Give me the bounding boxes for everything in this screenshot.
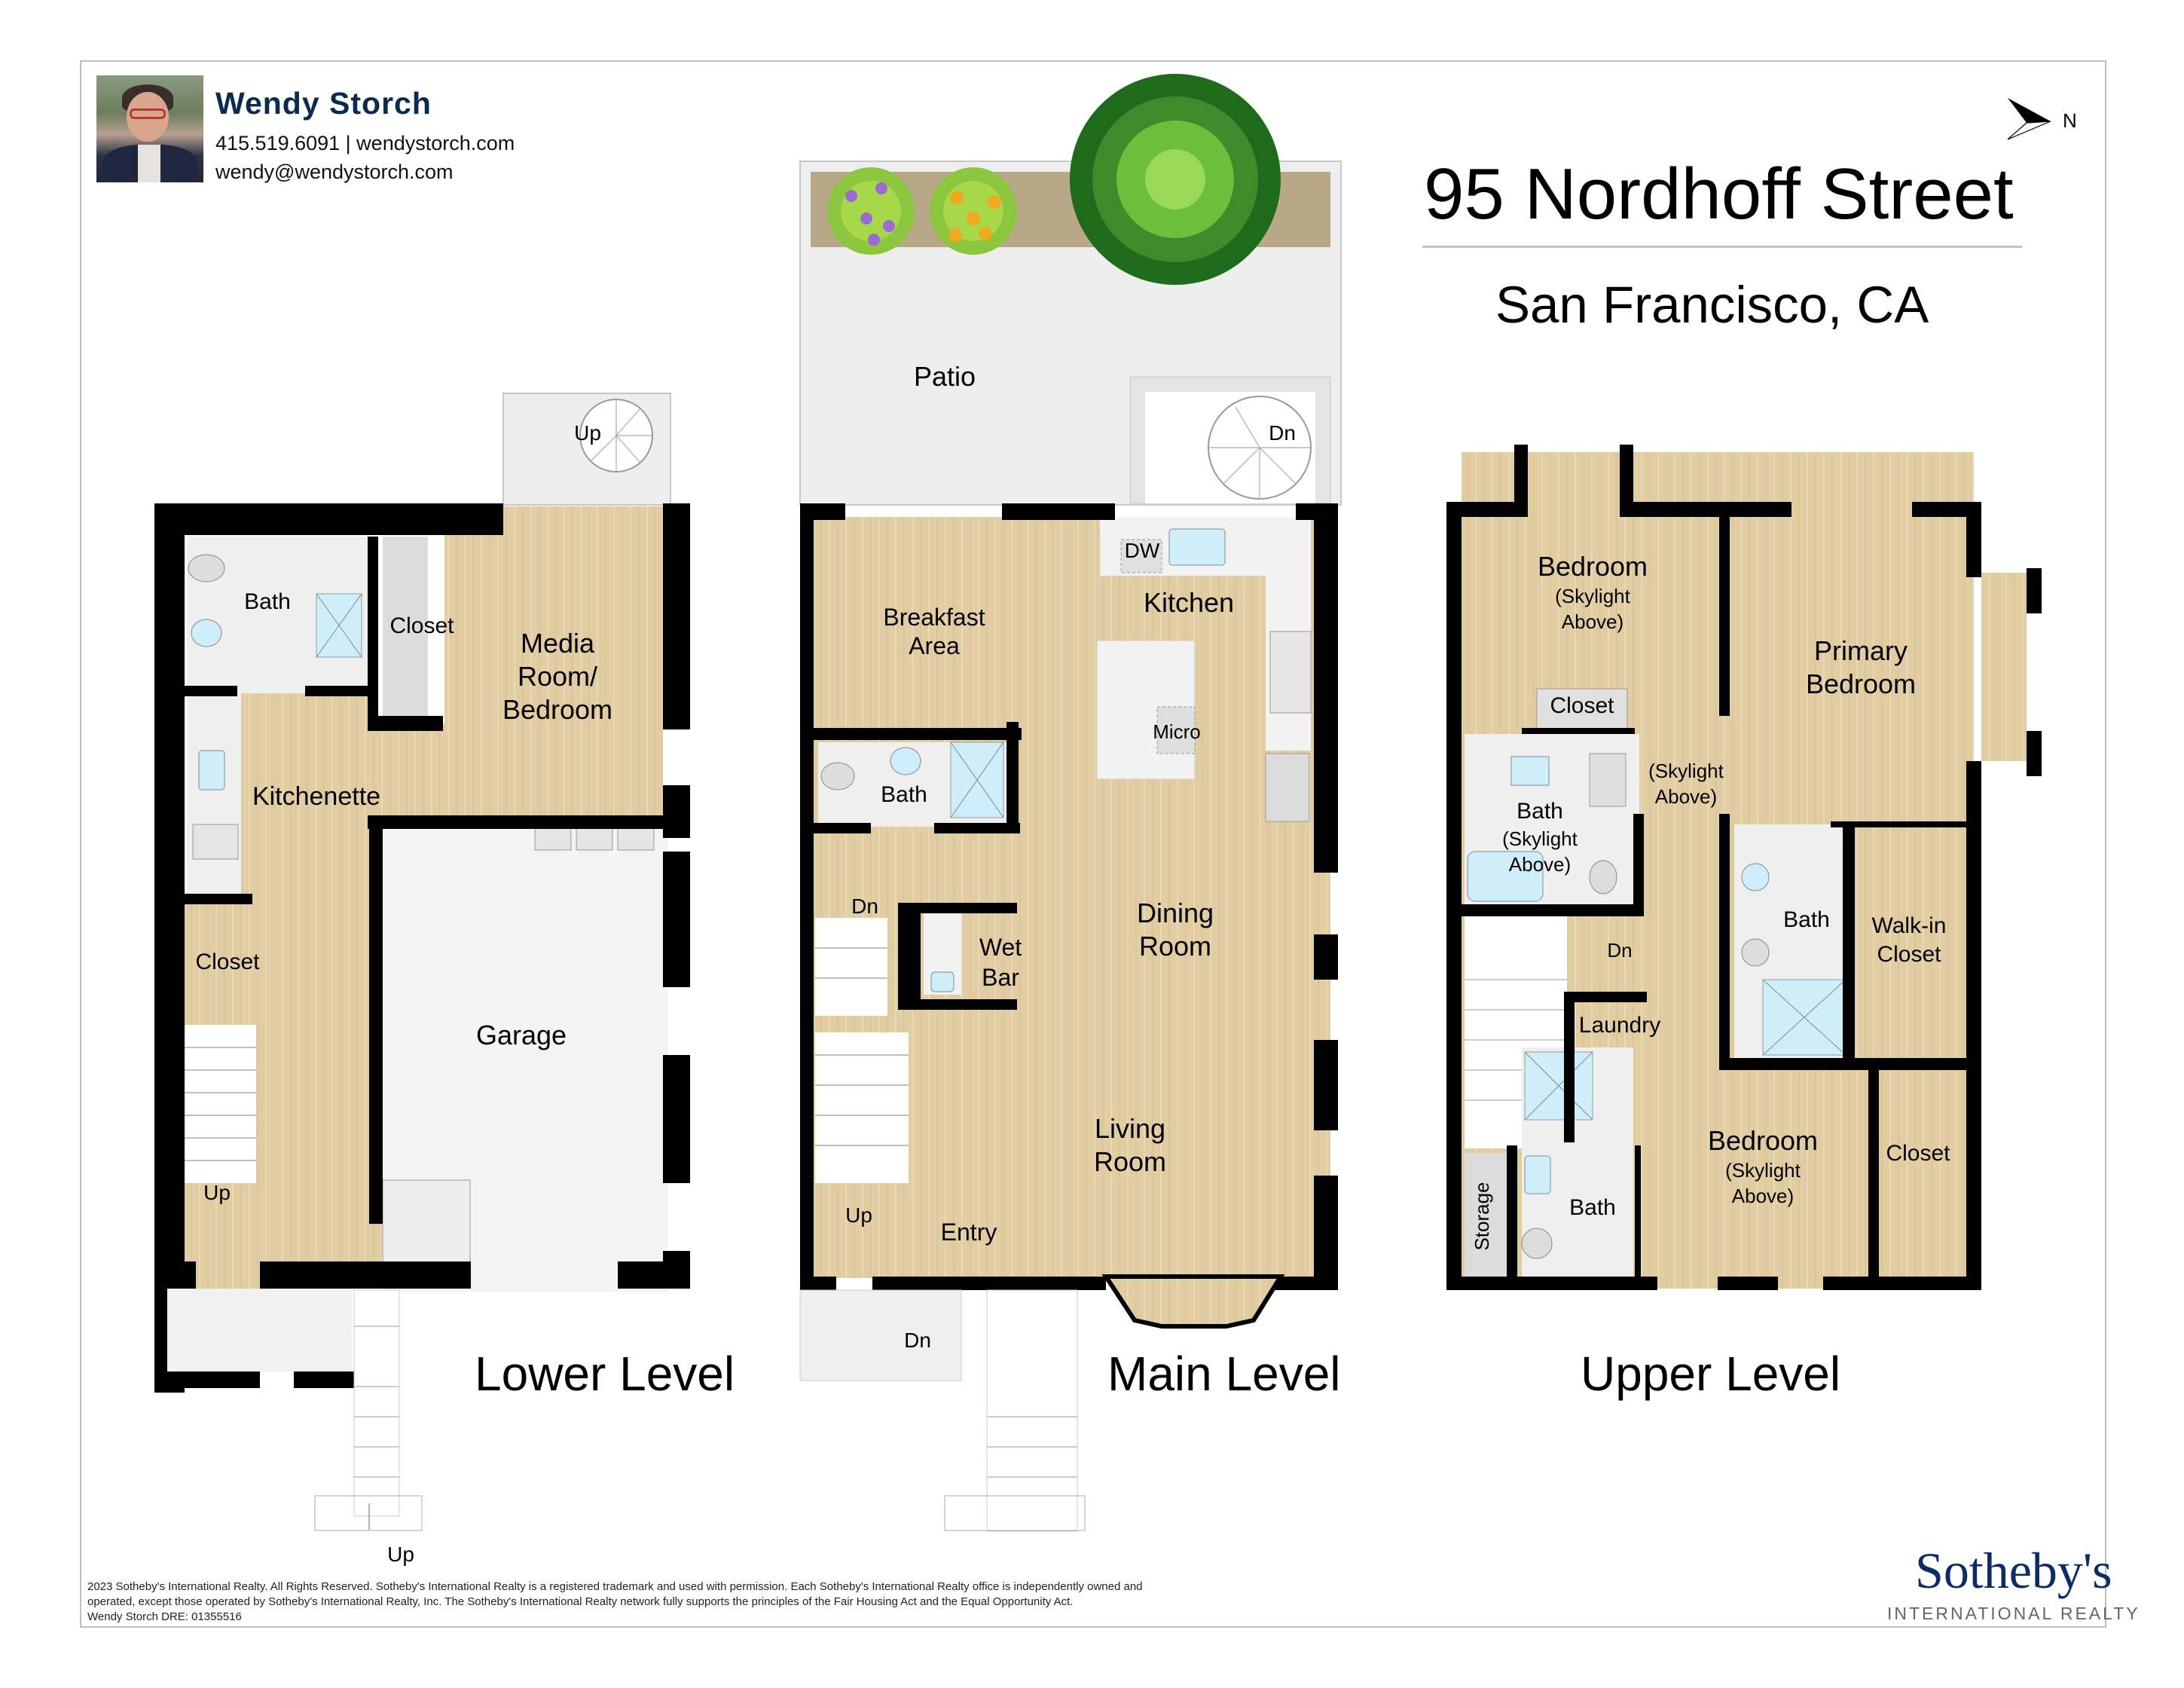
svg-text:Bedroom: Bedroom [1806,668,1916,699]
address-divider [1422,246,2022,248]
svg-text:Area: Area [909,632,960,659]
svg-text:Laundry: Laundry [1579,1013,1660,1038]
svg-text:Bath: Bath [244,589,291,614]
agent-name: Wendy Storch [215,86,432,121]
svg-text:(Skylight: (Skylight [1725,1159,1801,1182]
svg-text:Bedroom: Bedroom [1538,551,1648,582]
svg-text:(Skylight: (Skylight [1648,760,1724,782]
svg-text:N: N [2063,109,2077,132]
svg-text:Above): Above) [1655,785,1717,808]
svg-text:Bath: Bath [1783,907,1830,932]
svg-text:Dn: Dn [1269,421,1296,445]
upper-level-title: Upper Level [1581,1347,1841,1401]
svg-text:Closet: Closet [1877,942,1941,967]
svg-text:Entry: Entry [941,1219,997,1246]
svg-text:Closet: Closet [389,613,454,638]
agent-block: Wendy Storch 415.519.6091 | wendystorch.… [96,75,515,186]
svg-text:Closet: Closet [1550,693,1614,718]
svg-text:Bath: Bath [881,782,927,807]
svg-text:Room: Room [1094,1146,1166,1177]
svg-text:Closet: Closet [195,950,260,974]
svg-text:Breakfast: Breakfast [883,604,985,631]
svg-text:Bath: Bath [1569,1195,1616,1220]
svg-text:Room/: Room/ [518,661,597,692]
svg-text:Bar: Bar [982,964,1019,991]
agent-email: wendy@wendystorch.com [215,161,454,183]
svg-text:Garage: Garage [476,1020,567,1050]
upper-level-plan: Bedroom (Skylight Above) Closet Primary … [1446,445,2042,1290]
north-arrow-icon: N [2007,98,2077,140]
lower-level-plan: Bath Closet Media Room/ Bedroom Kitchene… [154,393,690,1566]
property-address: 95 Nordhoff Street [1424,154,2014,234]
svg-text:Bath: Bath [1517,799,1563,824]
svg-text:DW: DW [1125,539,1160,562]
svg-text:Dn: Dn [1607,939,1632,962]
compass: N [2004,94,2087,151]
sothebys-logo: Sotheby's INTERNATIONAL REALTY [1887,1545,2140,1624]
footer-line-1: 2023 Sotheby's International Realty. All… [87,1580,1143,1593]
svg-text:Wet: Wet [979,934,1022,961]
svg-text:(Skylight: (Skylight [1502,827,1578,850]
svg-text:Kitchenette: Kitchenette [252,782,380,811]
main-level-plan: Patio Dn DW Kitchen Breakfast Area Micro… [799,74,1342,1532]
svg-text:Above): Above) [1732,1185,1794,1207]
page-frame [80,60,2106,1628]
svg-text:Bedroom: Bedroom [502,694,612,725]
svg-text:Media: Media [521,628,595,659]
logo-subtitle: INTERNATIONAL REALTY [1887,1604,2140,1623]
svg-text:Up: Up [387,1543,414,1566]
svg-text:Kitchen: Kitchen [1144,587,1234,618]
svg-text:Up: Up [574,421,601,445]
svg-text:Living: Living [1095,1113,1165,1144]
svg-text:Storage: Storage [1471,1182,1493,1250]
main-level-title: Main Level [1107,1347,1341,1401]
agent-photo [96,75,203,182]
svg-text:Closet: Closet [1886,1141,1950,1166]
svg-text:Dining: Dining [1137,898,1214,928]
svg-text:Up: Up [845,1203,872,1227]
svg-text:Bedroom: Bedroom [1708,1125,1818,1156]
footer-line-3: Wendy Storch DRE: 01355516 [87,1610,242,1623]
agent-phone-web: 415.519.6091 | wendystorch.com [215,132,515,154]
svg-text:Patio: Patio [914,361,976,392]
svg-text:Above): Above) [1509,853,1571,876]
property-city: San Francisco, CA [1495,276,1929,334]
svg-text:Dn: Dn [851,894,878,918]
svg-text:(Skylight: (Skylight [1555,585,1630,607]
footer-line-2: operated, except those operated by Sothe… [87,1595,1074,1608]
svg-text:Dn: Dn [904,1329,931,1352]
svg-text:Above): Above) [1562,610,1623,633]
svg-text:Walk-in: Walk-in [1872,913,1947,938]
svg-text:Room: Room [1139,931,1211,962]
legal-footer: 2023 Sotheby's International Realty. All… [87,1579,1413,1625]
lower-level-title: Lower Level [475,1347,735,1401]
svg-text:Primary: Primary [1814,635,1908,666]
logo-wordmark: Sotheby's [1915,1542,2112,1599]
svg-text:Micro: Micro [1153,720,1201,743]
svg-text:Up: Up [203,1181,231,1204]
